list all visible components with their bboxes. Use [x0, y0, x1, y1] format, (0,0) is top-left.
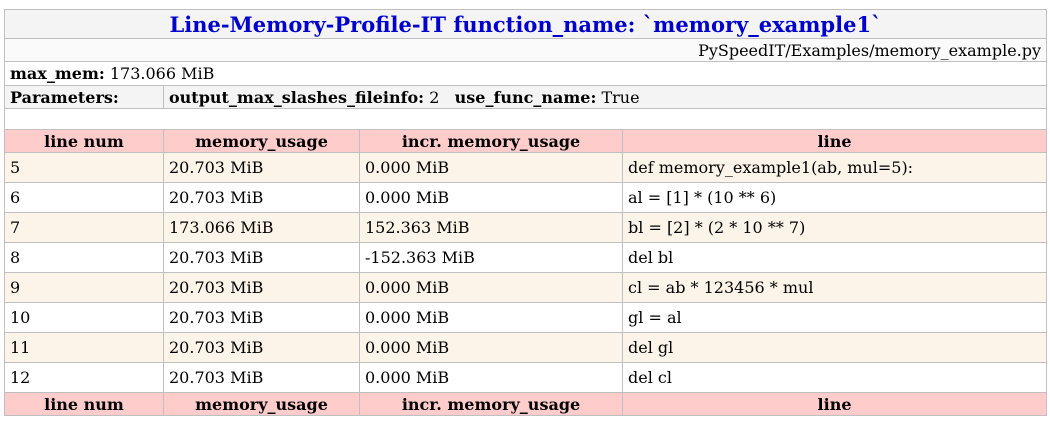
max-mem: max_mem: 173.066 MiB: [3, 61, 1048, 86]
cell-line-num: 10: [4, 302, 164, 333]
table-header: line num memory_usage incr. memory_usage…: [4, 129, 1048, 153]
cell-incr-memory-usage: 0.000 MiB: [359, 302, 623, 333]
cell-line-num: 12: [4, 362, 164, 393]
cell-incr-memory-usage: 152.363 MiB: [359, 212, 623, 243]
cell-line: del cl: [621, 362, 1048, 393]
cell-line-num: 9: [4, 272, 164, 303]
cell-memory-usage: 20.703 MiB: [163, 152, 360, 183]
file-path: PySpeedIT/Examples/memory_example.py: [3, 38, 1048, 62]
column-footer-memory-usage: memory_usage: [163, 392, 360, 416]
cell-line-num: 7: [4, 212, 164, 243]
cell-line: def memory_example1(ab, mul=5):: [621, 152, 1048, 183]
parameters-values: output_max_slashes_fileinfo: 2 use_func_…: [162, 85, 1048, 109]
param-name: output_max_slashes_fileinfo:: [169, 87, 425, 107]
cell-memory-usage: 20.703 MiB: [163, 332, 360, 363]
cell-incr-memory-usage: 0.000 MiB: [359, 272, 623, 303]
cell-line-num: 5: [4, 152, 164, 183]
cell-line-num: 6: [4, 182, 164, 213]
cell-incr-memory-usage: 0.000 MiB: [359, 182, 623, 213]
info-table: Line-Memory-Profile-IT function_name: `m…: [3, 9, 1048, 416]
cell-line: del bl: [621, 242, 1048, 273]
report-title: Line-Memory-Profile-IT function_name: `m…: [3, 9, 1048, 39]
cell-memory-usage: 20.703 MiB: [163, 302, 360, 333]
column-header-line-num: line num: [4, 129, 164, 153]
parameters-row: Parameters: output_max_slashes_fileinfo:…: [4, 85, 1048, 109]
cell-incr-memory-usage: 0.000 MiB: [359, 152, 623, 183]
column-footer-line-num: line num: [4, 392, 164, 416]
cell-memory-usage: 20.703 MiB: [163, 182, 360, 213]
cell-line: del gl: [621, 332, 1048, 363]
column-header-incr-memory-usage: incr. memory_usage: [359, 129, 623, 153]
column-header-memory-usage: memory_usage: [163, 129, 360, 153]
param-value: True: [601, 87, 640, 107]
spacer-row: [3, 108, 1048, 130]
max-mem-value: 173.066 MiB: [109, 64, 215, 83]
parameters-label: Parameters:: [4, 85, 164, 109]
cell-line-num: 11: [4, 332, 164, 363]
profile-report: Line-Memory-Profile-IT function_name: `m…: [3, 9, 1048, 416]
column-header-line: line: [621, 129, 1048, 153]
max-mem-label: max_mem:: [10, 64, 105, 83]
table-footer: line num memory_usage incr. memory_usage…: [4, 392, 1048, 416]
cell-line: al = [1] * (10 ** 6): [621, 182, 1048, 213]
param-value: 2: [429, 87, 440, 107]
cell-line: gl = al: [621, 302, 1048, 333]
cell-memory-usage: 20.703 MiB: [163, 272, 360, 303]
cell-line-num: 8: [4, 242, 164, 273]
cell-memory-usage: 173.066 MiB: [163, 212, 360, 243]
cell-line: cl = ab * 123456 * mul: [621, 272, 1048, 303]
cell-incr-memory-usage: 0.000 MiB: [359, 362, 623, 393]
cell-memory-usage: 20.703 MiB: [163, 242, 360, 273]
column-footer-line: line: [621, 392, 1048, 416]
column-footer-incr-memory-usage: incr. memory_usage: [359, 392, 623, 416]
cell-line: bl = [2] * (2 * 10 ** 7): [621, 212, 1048, 243]
param-name: use_func_name:: [454, 87, 597, 107]
cell-incr-memory-usage: -152.363 MiB: [359, 242, 623, 273]
cell-incr-memory-usage: 0.000 MiB: [359, 332, 623, 363]
cell-memory-usage: 20.703 MiB: [163, 362, 360, 393]
